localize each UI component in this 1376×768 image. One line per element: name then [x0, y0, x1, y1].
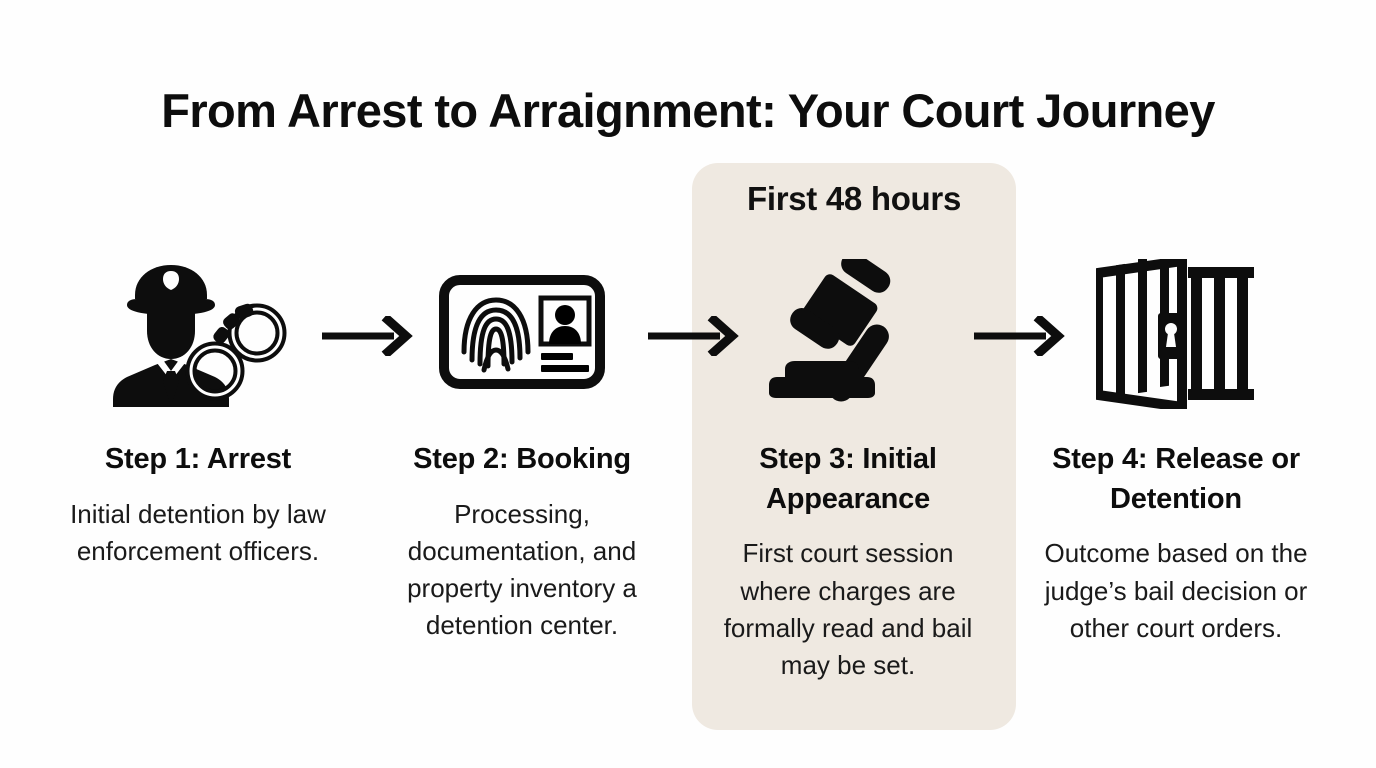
step-description-1: Initial detention by law enforcement off…: [70, 498, 326, 566]
page-title: From Arrest to Arraignment: Your Court J…: [161, 84, 1215, 138]
police-officer-handcuffs-icon: [48, 250, 348, 418]
arrow-right-icon: [972, 313, 1068, 359]
step-description-4: Outcome based on the judge’s bail decisi…: [1044, 538, 1308, 643]
id-card-fingerprint-icon: [372, 250, 672, 418]
step-title-2: Step 2: Booking: [413, 443, 631, 475]
step-title-4: Step 4: Release or Detention: [1052, 443, 1300, 515]
step-card-2: Step 2: Booking Processing, documentatio…: [372, 250, 672, 644]
step-title-1: Step 1: Arrest: [104, 443, 292, 475]
highlight-panel-first-48-hours: [692, 163, 1016, 730]
jail-door-icon: [1026, 250, 1326, 418]
step-card-1: Step 1: Arrest Initial detention by law …: [48, 250, 348, 570]
step-card-4: Step 4: Release or Detention Outcome bas…: [1026, 250, 1326, 647]
step-description-2: Processing, documentation, and property …: [407, 498, 637, 641]
step-title-3: Step 3: Initial Appearance: [759, 443, 937, 515]
gavel-icon: [698, 250, 998, 418]
arrow-right-icon: [646, 313, 742, 359]
step-description-3: First court session where charges are fo…: [723, 538, 973, 680]
arrow-right-icon: [320, 313, 416, 359]
step-card-3: Step 3: Initial Appearance First court s…: [698, 250, 998, 684]
highlight-badge-label: First 48 hours: [746, 180, 962, 217]
